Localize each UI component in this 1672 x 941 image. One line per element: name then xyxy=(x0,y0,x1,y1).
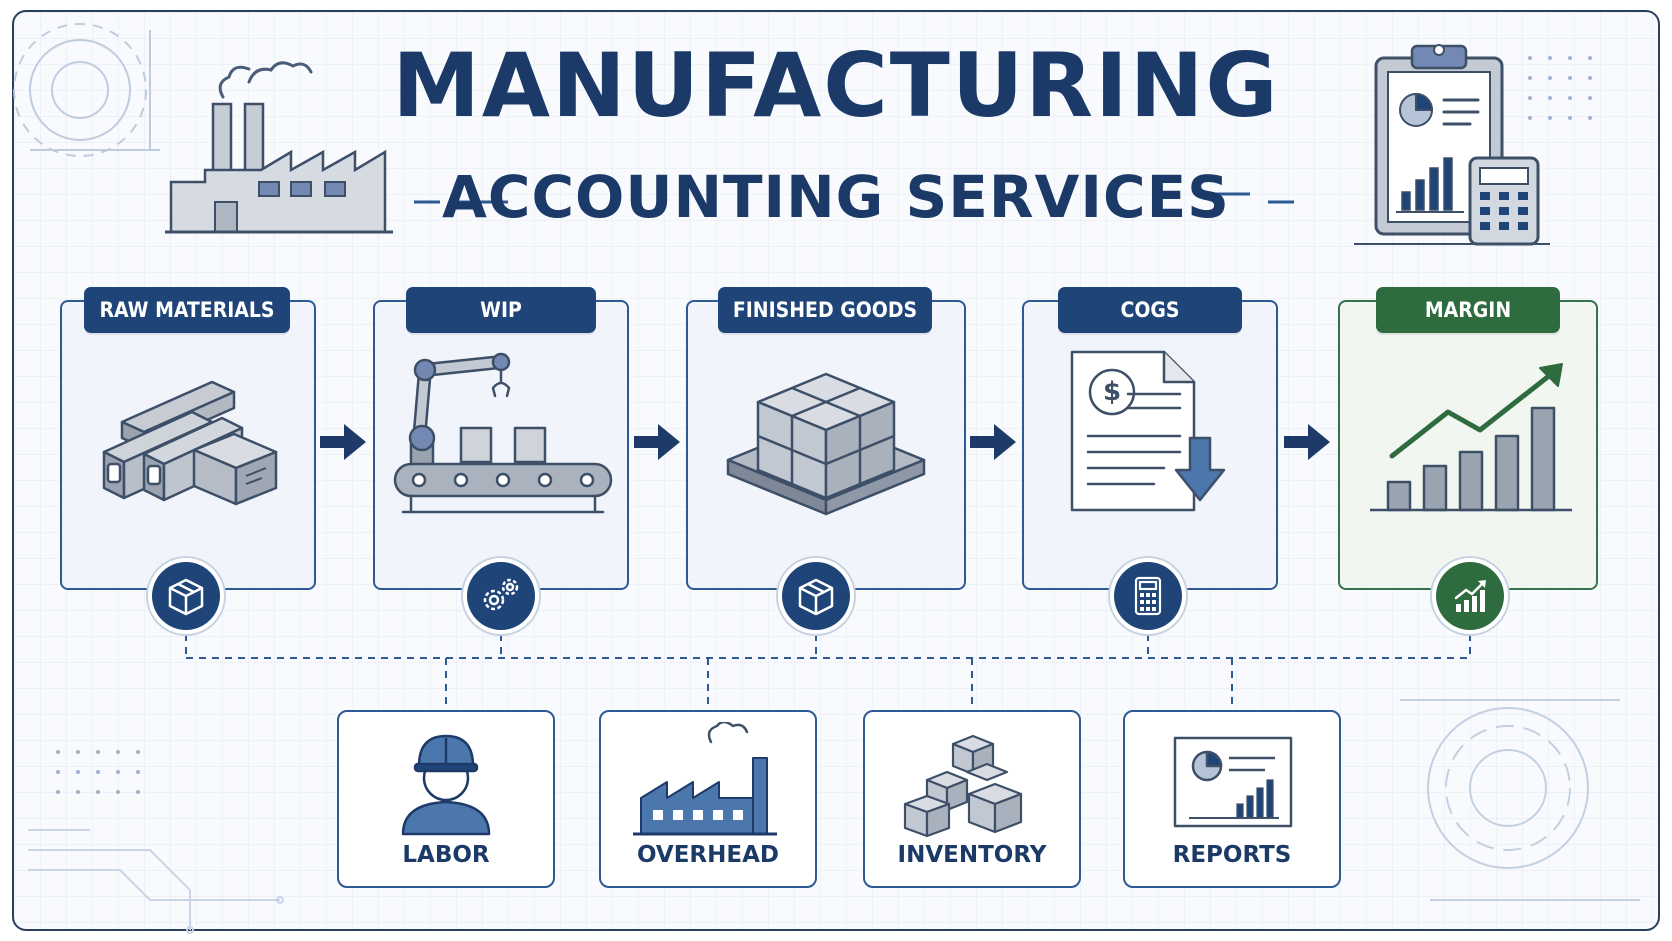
dot-grid-top-right xyxy=(1528,56,1592,120)
boxes-on-pallet-icon xyxy=(726,372,926,516)
cost-label-inventory: INVENTORY xyxy=(897,842,1047,868)
cost-card-overhead: OVERHEAD xyxy=(599,710,817,888)
flow-card-margin xyxy=(1338,300,1598,590)
flow-card-raw-materials xyxy=(60,300,316,590)
flow-badge-finished-goods xyxy=(778,558,854,634)
flow-tab-margin: MARGIN xyxy=(1376,287,1560,333)
gear-outline-top-left-icon xyxy=(13,23,160,157)
flow-badge-margin xyxy=(1432,558,1508,634)
growth-chart-icon xyxy=(1436,562,1504,630)
cost-card-reports: REPORTS xyxy=(1123,710,1341,888)
page-title: MANUFACTURING xyxy=(392,34,1280,137)
circuit-lines-bottom-left xyxy=(28,829,284,934)
stacked-boxes-icon xyxy=(903,734,1023,838)
flow-tab-cogs: COGS xyxy=(1058,287,1242,333)
clipboard-report-illustration-icon xyxy=(1354,44,1550,246)
flow-card-wip xyxy=(373,300,629,590)
factory-icon xyxy=(633,722,777,836)
factory-illustration-icon xyxy=(165,61,393,234)
worker-hardhat-icon xyxy=(401,734,491,836)
robot-arm-conveyor-icon xyxy=(393,352,613,514)
flow-card-finished-goods xyxy=(686,300,966,590)
growth-bar-chart-icon xyxy=(1370,363,1572,512)
flow-card-cogs: $ xyxy=(1022,300,1278,590)
cost-label-overhead: OVERHEAD xyxy=(636,842,779,868)
box-icon xyxy=(152,562,220,630)
flow-badge-wip xyxy=(463,558,539,634)
flow-arrow-4-icon xyxy=(1284,424,1330,460)
connector-lines xyxy=(185,634,1471,710)
box-icon xyxy=(782,562,850,630)
flow-badge-cogs xyxy=(1110,558,1186,634)
gears-icon xyxy=(467,562,535,630)
flow-tab-raw-materials: RAW MATERIALS xyxy=(84,287,290,333)
page-subtitle: ACCOUNTING SERVICES xyxy=(442,163,1230,231)
cost-label-labor: LABOR xyxy=(402,842,490,868)
cost-card-labor: LABOR xyxy=(337,710,555,888)
flow-tab-finished-goods: FINISHED GOODS xyxy=(718,287,932,333)
report-monitor-icon xyxy=(1173,736,1293,828)
title-side-rules xyxy=(414,192,1294,204)
steel-beams-and-box-icon xyxy=(102,380,278,506)
dollar-sign-icon: $ xyxy=(1103,377,1121,407)
gear-outline-bottom-right-icon xyxy=(1400,699,1640,901)
invoice-down-arrow-icon: $ xyxy=(1070,350,1226,512)
dot-grid-bottom-left xyxy=(56,750,140,794)
cost-label-reports: REPORTS xyxy=(1172,842,1292,868)
flow-arrow-3-icon xyxy=(970,424,1016,460)
flow-badge-raw-materials xyxy=(148,558,224,634)
calculator-icon xyxy=(1114,562,1182,630)
flow-arrow-1-icon xyxy=(320,424,366,460)
cost-card-inventory: INVENTORY xyxy=(863,710,1081,888)
flow-tab-wip: WIP xyxy=(406,287,596,333)
flow-arrow-2-icon xyxy=(634,424,680,460)
